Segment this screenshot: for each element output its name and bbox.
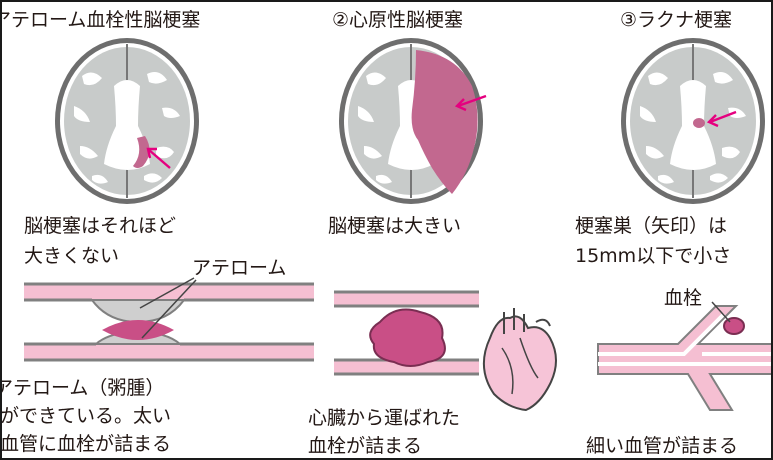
thrombus (369, 308, 446, 367)
panel1-vessel-caption-line3: 血管に血栓が詰まる (0, 433, 172, 455)
panel1-caption-line1: 脳梗塞はそれほど (24, 215, 177, 237)
thrombus-label: 血栓 (664, 287, 703, 309)
arrow-icon (146, 147, 171, 169)
arrow-icon (706, 110, 737, 128)
panel1-caption-line2: 大きくない (24, 245, 120, 267)
thrombus (723, 317, 745, 335)
heart-illustration (483, 308, 557, 412)
panel2-vessel-caption-line2: 血栓が詰まる (308, 435, 423, 457)
panel3-vessel-caption-line1: 細い血管が詰まる (586, 435, 739, 457)
brain-illustration-2 (339, 38, 487, 204)
panel1-vessel-caption-line2: ができている。太い (0, 405, 172, 427)
vessel-illustration-2 (334, 290, 479, 376)
brain-illustration-3 (621, 38, 765, 204)
vessel-illustration-1 (24, 277, 314, 362)
brain-illustration-1 (55, 38, 199, 204)
panel1-vessel-caption-line1: アテローム（粥腫） (0, 377, 165, 399)
panel3-title: ③ラクナ梗塞 (620, 9, 733, 31)
vessel-illustration-3 (597, 301, 771, 411)
atheroma-label: アテローム (192, 257, 287, 279)
panel2-vessel-caption-line1: 心臓から運ばれた (308, 407, 461, 429)
panel3-caption-line1: 梗塞巣（矢印）は (575, 215, 728, 237)
panel2-title: ②心原性脳梗塞 (332, 9, 464, 31)
panel1-title: アテローム血栓性脳梗塞 (0, 9, 201, 31)
arrow-icon (454, 94, 487, 112)
panel3-caption-line2: 15mm以下で小さ (575, 245, 732, 267)
panel2-caption-line1: 脳梗塞は大きい (328, 215, 462, 237)
thrombus (102, 320, 174, 340)
